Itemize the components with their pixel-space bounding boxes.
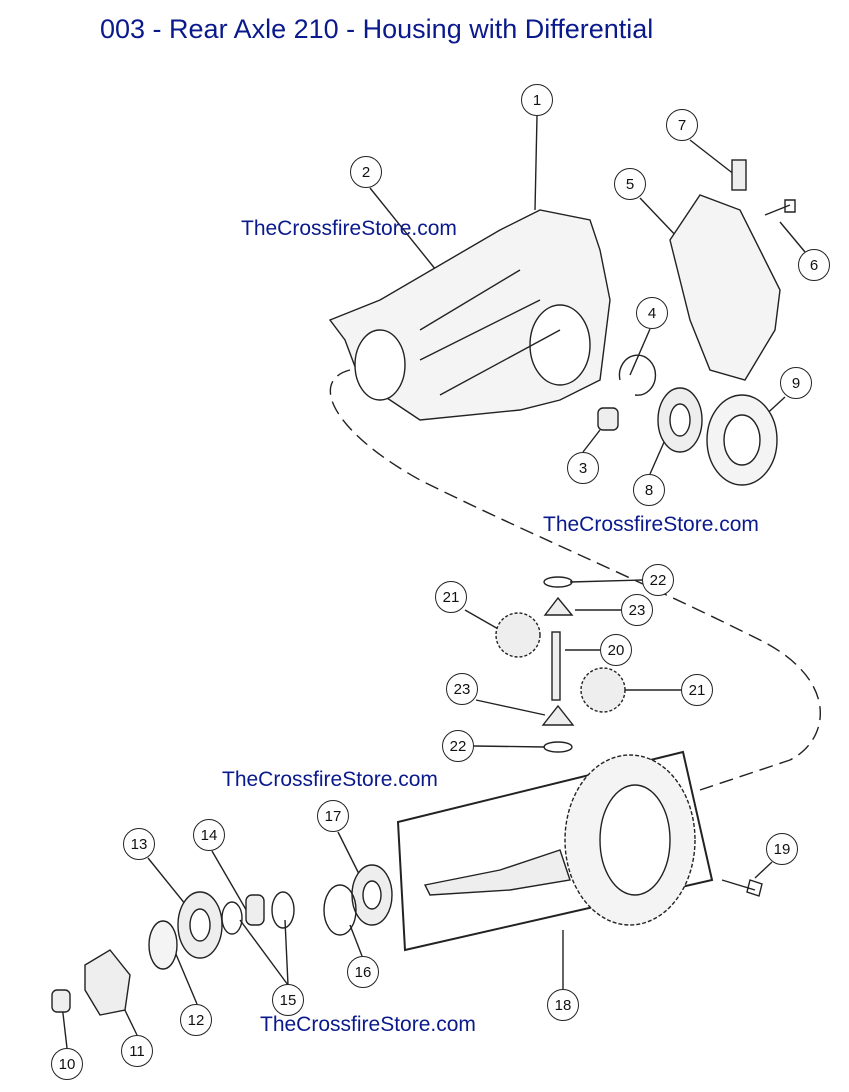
callout-14: 14 <box>193 819 225 851</box>
callout-5: 5 <box>614 168 646 200</box>
callout-20: 20 <box>600 634 632 666</box>
callout-23: 23 <box>621 594 653 626</box>
callout-19: 19 <box>766 833 798 865</box>
callout-4: 4 <box>636 297 668 329</box>
callout-3: 3 <box>567 452 599 484</box>
callout-22: 22 <box>642 564 674 596</box>
callout-21: 21 <box>681 674 713 706</box>
callout-2: 2 <box>350 156 382 188</box>
callout-9: 9 <box>780 367 812 399</box>
watermark-text: TheCrossfireStore.com <box>543 513 759 536</box>
callout-17: 17 <box>317 800 349 832</box>
callout-1: 1 <box>521 84 553 116</box>
housing-cover <box>669 194 781 381</box>
page-title: 003 - Rear Axle 210 - Housing with Diffe… <box>100 14 654 44</box>
assembly-path-dashed <box>329 369 821 791</box>
callout-21: 21 <box>435 581 467 613</box>
callout-18: 18 <box>547 989 579 1021</box>
callout-10: 10 <box>51 1048 83 1080</box>
callout-7: 7 <box>666 109 698 141</box>
callout-8: 8 <box>633 474 665 506</box>
callout-22: 22 <box>442 730 474 762</box>
watermark-text: TheCrossfireStore.com <box>260 1013 476 1036</box>
companion-flange <box>84 949 131 1016</box>
callout-6: 6 <box>798 249 830 281</box>
watermark-text: TheCrossfireStore.com <box>241 217 457 240</box>
callout-11: 11 <box>121 1035 153 1067</box>
callout-23: 23 <box>446 673 478 705</box>
watermark-text: TheCrossfireStore.com <box>222 768 438 791</box>
callout-16: 16 <box>347 956 379 988</box>
callout-15: 15 <box>272 984 304 1016</box>
callout-12: 12 <box>180 1004 212 1036</box>
callout-13: 13 <box>123 828 155 860</box>
